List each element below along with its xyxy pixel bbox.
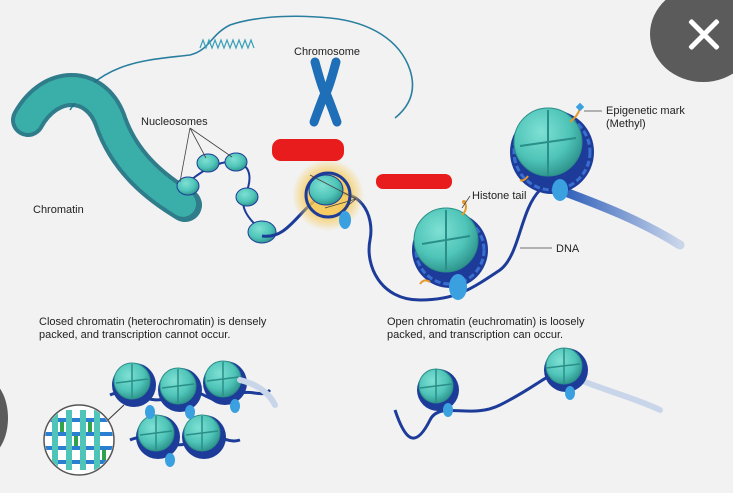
label-nucleosomes: Nucleosomes xyxy=(141,116,208,128)
redaction-bar-right xyxy=(376,174,452,189)
caption-open-line1: Open chromatin (euchromatin) is loosely xyxy=(387,316,585,328)
magnifier-inset xyxy=(43,404,125,476)
label-histone-tail: Histone tail xyxy=(472,190,526,202)
nucleosome-large xyxy=(412,200,488,300)
caption-closed-line2: packed, and transcription cannot occur. xyxy=(39,329,230,341)
caption-closed-line1: Closed chromatin (heterochromatin) is de… xyxy=(39,316,267,328)
caption-open-line2: packed, and transcription can occur. xyxy=(387,329,563,341)
nucleosome-epigenetic xyxy=(510,102,594,201)
redaction-bar-left xyxy=(272,139,344,161)
chromatin-fiber xyxy=(11,73,202,222)
label-dna: DNA xyxy=(556,243,580,255)
label-methyl: (Methyl) xyxy=(606,118,646,130)
nucleosome-chain xyxy=(176,152,277,244)
dna-fiber-tail xyxy=(555,185,685,250)
open-chromatin xyxy=(393,347,663,440)
side-nav-handle[interactable] xyxy=(0,380,8,456)
label-epigenetic-mark: Epigenetic mark xyxy=(606,105,685,117)
highlighted-nucleosome xyxy=(292,159,364,231)
dna-strand-upper xyxy=(69,15,414,119)
coil-zigzag xyxy=(199,38,255,50)
label-chromosome: Chromosome xyxy=(294,46,360,58)
label-chromatin: Chromatin xyxy=(33,204,84,216)
closed-chromatin-cluster xyxy=(109,360,278,467)
chromosome-icon xyxy=(309,57,342,127)
leader-lines xyxy=(179,110,602,249)
